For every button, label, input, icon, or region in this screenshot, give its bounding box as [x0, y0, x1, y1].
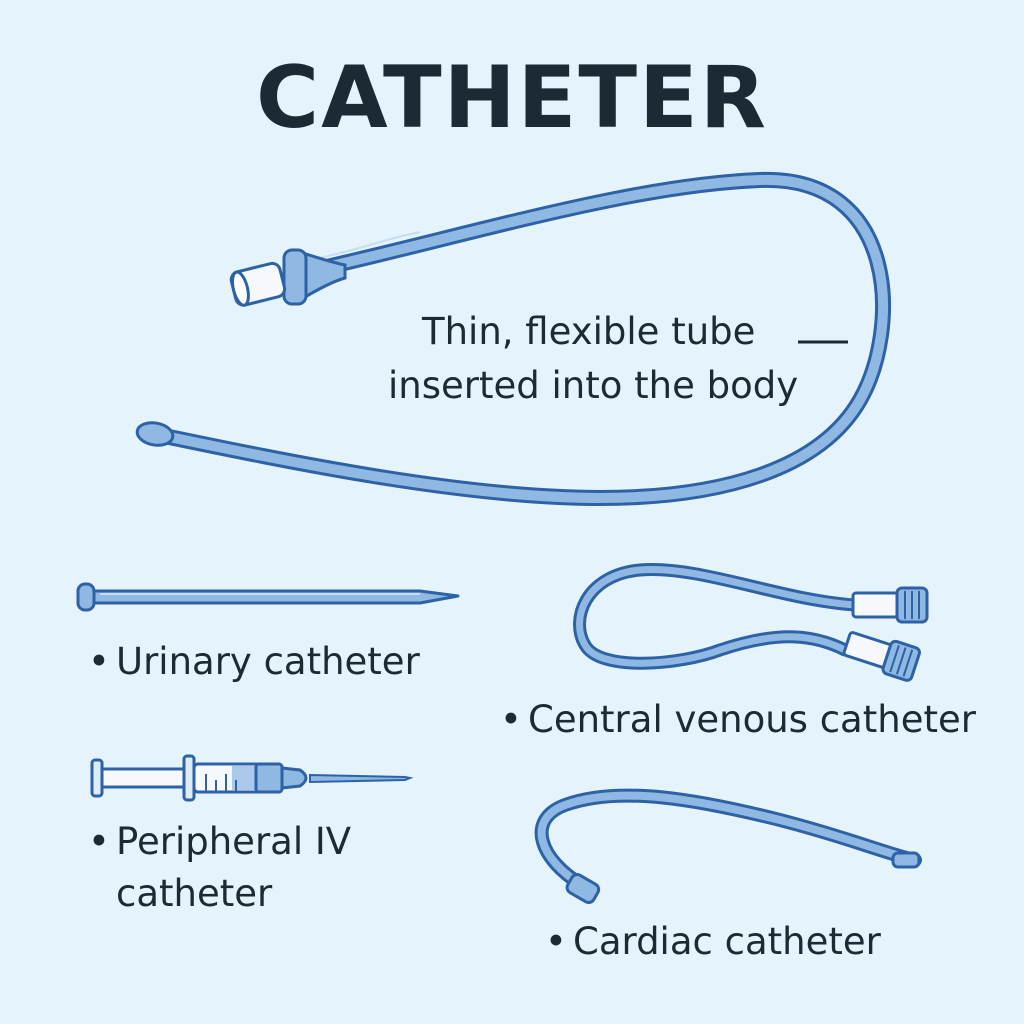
description-line-1: Thin, flexible tube: [422, 310, 756, 353]
central-venous-catheter-icon: [573, 563, 929, 682]
central-venous-catheter-label: •Central venous catheter: [500, 694, 976, 746]
bullet-icon: •: [88, 820, 110, 863]
main-catheter-icon: [135, 171, 892, 507]
cardiac-catheter-label: •Cardiac catheter: [545, 916, 881, 968]
type-label: Central venous catheter: [528, 698, 976, 741]
urinary-catheter-icon: [76, 582, 460, 612]
peripheral-iv-catheter-label-line-2: catheter: [116, 872, 273, 915]
bullet-icon: •: [545, 920, 567, 963]
peripheral-iv-catheter-icon: [90, 754, 414, 802]
urinary-catheter-label: •Urinary catheter: [88, 636, 420, 688]
type-label: Urinary catheter: [116, 640, 420, 683]
type-label: Peripheral IV: [116, 820, 352, 863]
description-line-2: inserted into the body: [388, 364, 799, 407]
peripheral-iv-catheter-label: •Peripheral IV: [88, 816, 351, 868]
cardiac-catheter-icon: [534, 788, 922, 904]
bullet-icon: •: [500, 698, 522, 741]
type-label: Cardiac catheter: [573, 920, 881, 963]
bullet-icon: •: [88, 640, 110, 683]
page-title: CATHETER: [255, 48, 768, 148]
